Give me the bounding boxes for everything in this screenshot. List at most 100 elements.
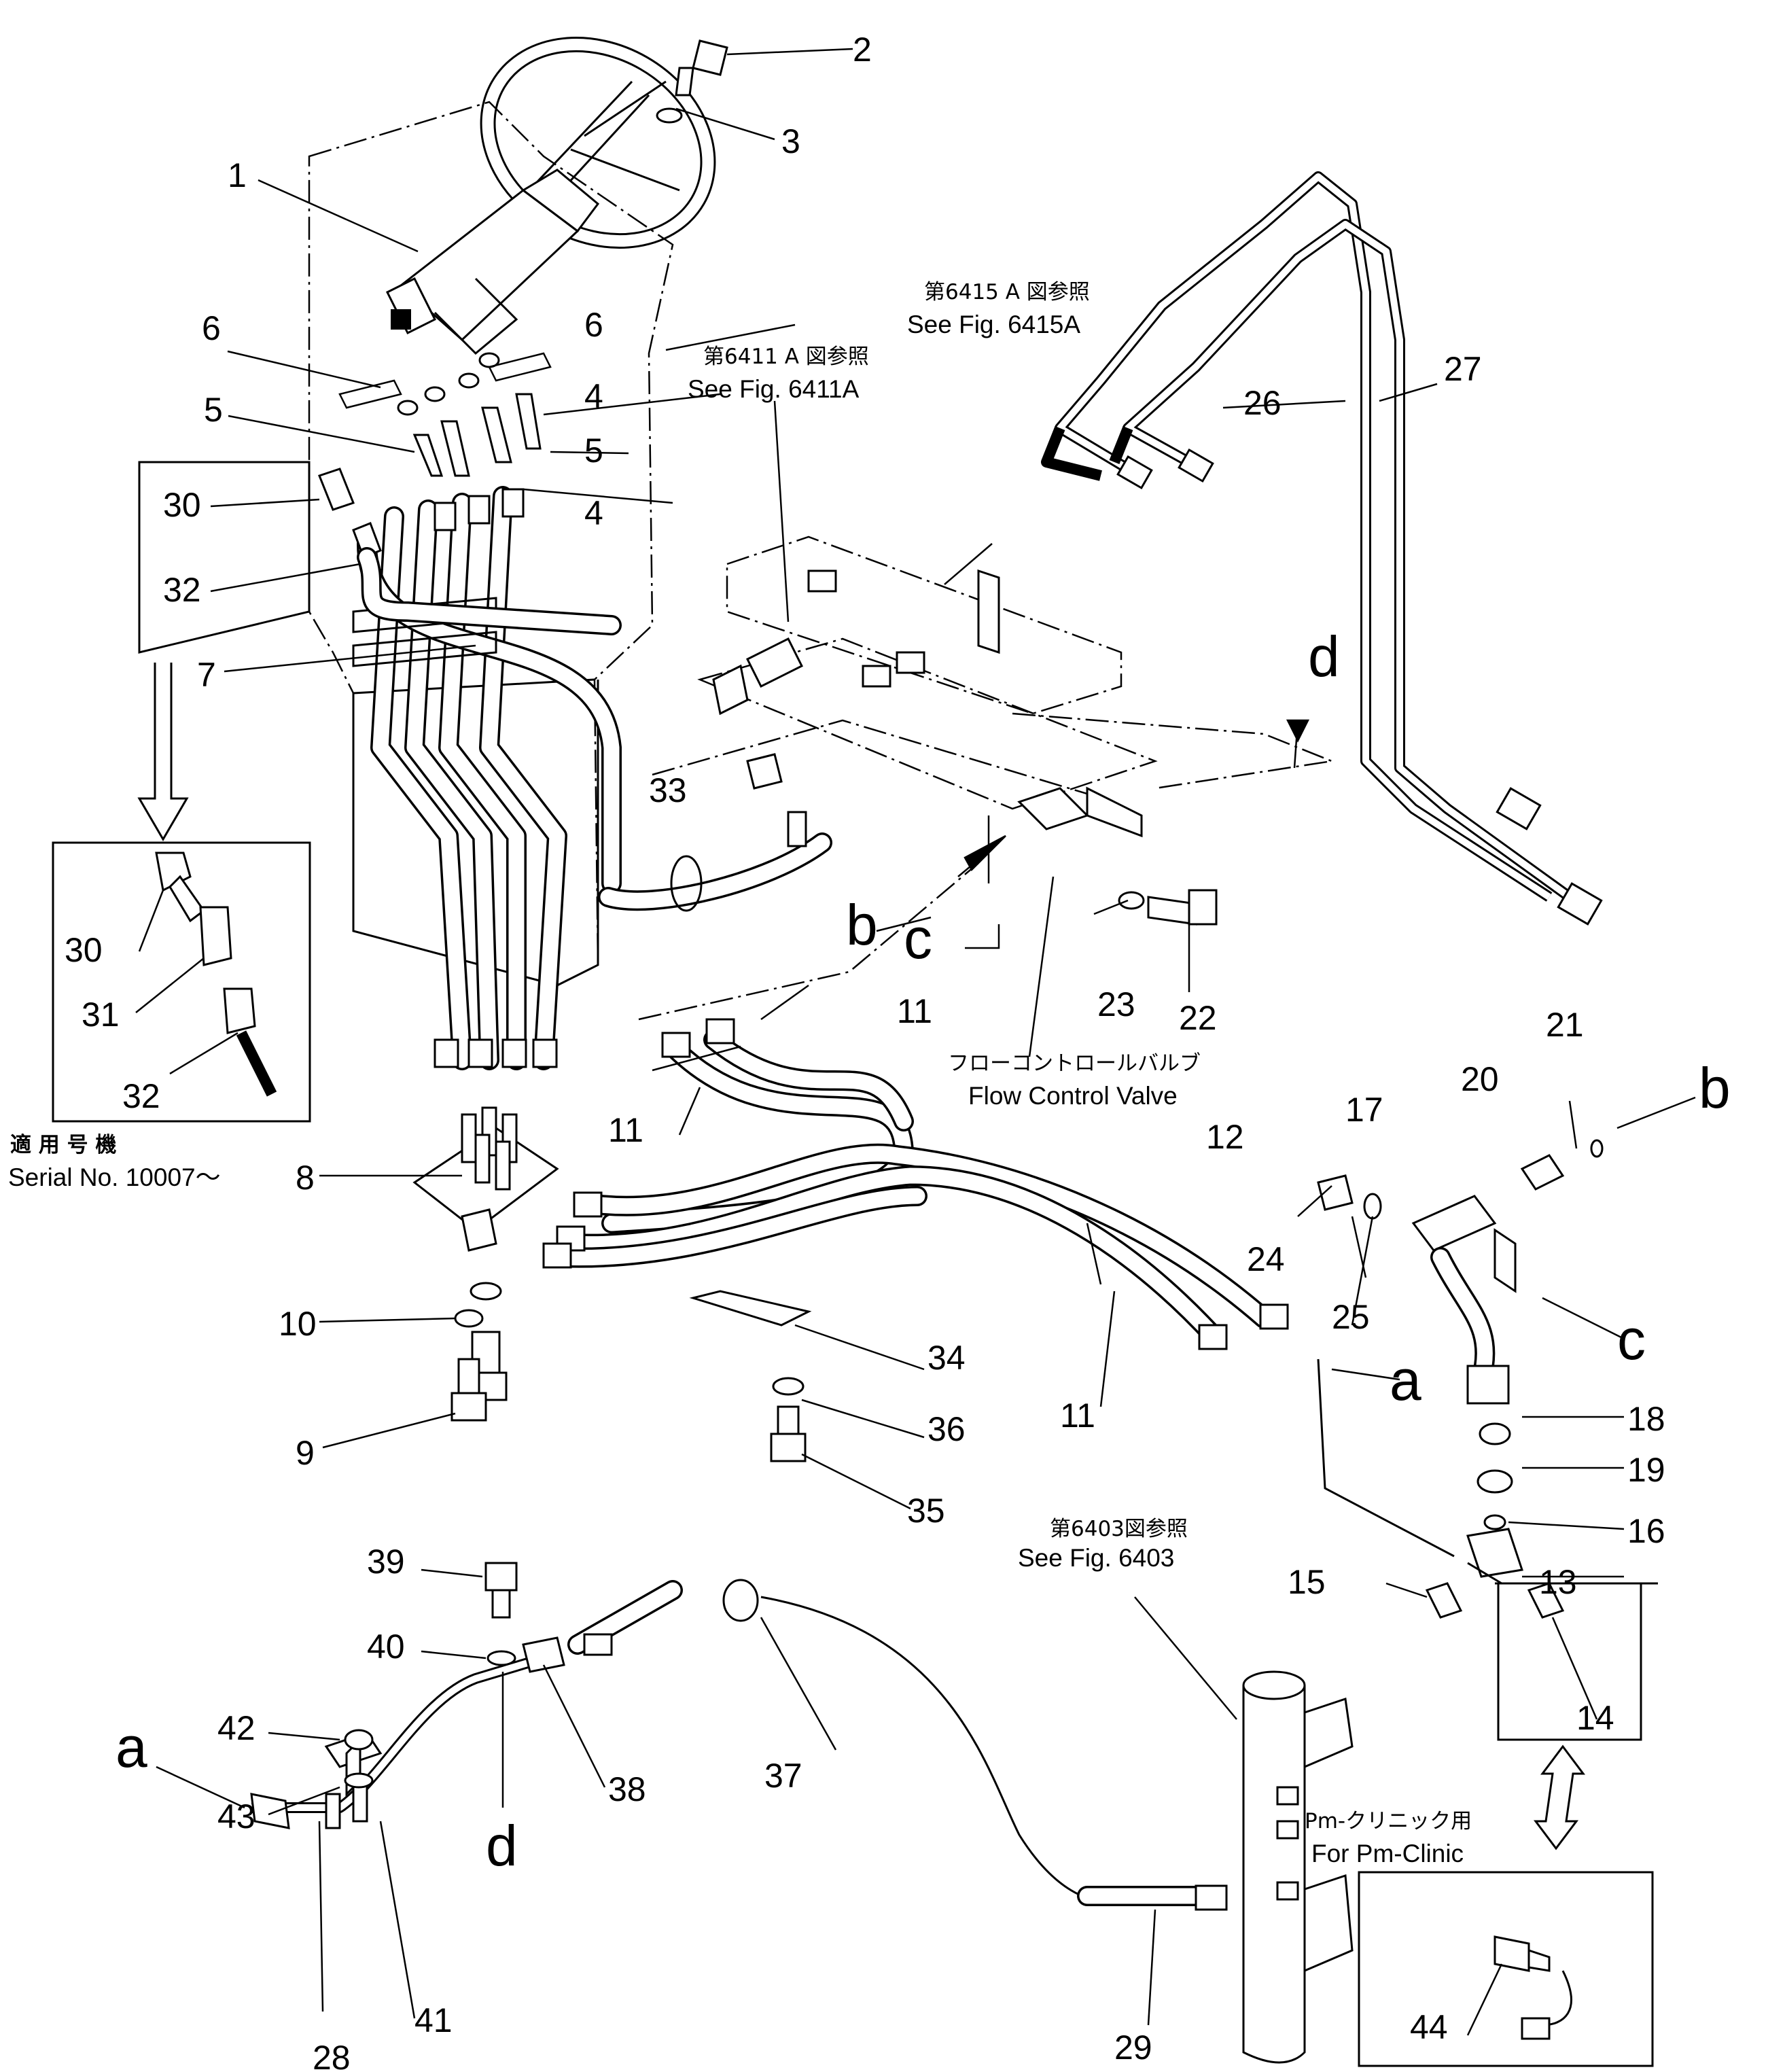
part-label: 33 (649, 771, 687, 809)
part-label: 32 (122, 1077, 160, 1115)
part-label: 36 (927, 1410, 966, 1448)
inset-frame-upper (138, 461, 311, 654)
steering-column-assembly (308, 37, 716, 1070)
part-label: 8 (296, 1159, 315, 1197)
part-label: 39 (367, 1543, 405, 1581)
part-label: 32 (163, 571, 201, 609)
part-label: 22 (1179, 999, 1217, 1037)
part-label: 6 (584, 306, 603, 344)
ref-letter-b: b (1699, 1056, 1731, 1120)
ref-letter-a: a (1390, 1348, 1421, 1412)
part-label: 5 (584, 432, 603, 470)
part-label: 5 (204, 391, 223, 429)
hose-29 (722, 1579, 1228, 1911)
part-label: 44 (1410, 2008, 1448, 2046)
steering-unit (385, 169, 600, 355)
note-pm-clinic-jp: Pm-クリニック用 (1305, 1809, 1472, 1833)
part-label: 40 (367, 1628, 405, 1666)
valve-17 (1411, 1195, 1517, 1405)
hose-bundle (357, 486, 622, 1070)
pipes-26-27 (1041, 171, 1603, 926)
part-label: 24 (1247, 1240, 1285, 1278)
part-label: 6 (202, 309, 221, 347)
note-fig6411-jp: 第6411 A 図参照 (703, 345, 869, 369)
distribution-block (412, 1106, 559, 1401)
annotations: 第6415 A 図参照 See Fig. 6415A 第6411 A 図参照 S… (8, 280, 1472, 1867)
part-label: 26 (1243, 384, 1282, 422)
part-label: 11 (897, 992, 932, 1030)
part-label: 2 (853, 31, 872, 69)
fittings-30-32 (318, 468, 622, 635)
part-label: 31 (82, 996, 120, 1034)
part-label: 30 (65, 931, 103, 969)
sensor-44 (1494, 1935, 1572, 2040)
part-label: 35 (907, 1492, 945, 1530)
note-pm-clinic-en: For Pm-Clinic (1311, 1840, 1464, 1867)
inset-frame-lower (52, 841, 311, 1123)
note-serial-en: Serial No. 10007～ (8, 1163, 221, 1191)
hardware (344, 39, 1604, 1789)
part-label: 18 (1627, 1400, 1665, 1438)
part-label: 4 (584, 494, 603, 532)
part-label: 30 (163, 486, 201, 524)
part-label: 12 (1206, 1118, 1244, 1156)
part-labels: 1 2 3 4 4 5 5 6 6 7 8 9 10 11 11 11 11 1… (65, 31, 1665, 2072)
pipe-28 (250, 1580, 683, 1829)
part-label: 27 (1444, 350, 1482, 388)
part-label: 1 (228, 156, 247, 194)
part-label: 4 (584, 377, 603, 415)
control-valve-frame (638, 535, 1335, 1021)
part-label: 13 (1539, 1563, 1577, 1601)
part-label: 19 (1627, 1451, 1665, 1489)
inset-frame-14 (1497, 1583, 1642, 1741)
part-label: 41 (414, 2001, 453, 2039)
inset-fittings (155, 851, 277, 1097)
leader-lines (135, 48, 1625, 2036)
part-label: 3 (781, 122, 800, 160)
note-flow-control-en: Flow Control Valve (968, 1082, 1178, 1110)
part-label: 28 (313, 2039, 351, 2072)
part-label: 43 (217, 1797, 255, 1836)
part-label: 11 (1060, 1397, 1095, 1435)
hose-33 (598, 811, 832, 912)
inset-frame-44 (1358, 1871, 1654, 2067)
ref-letter-d: d (1308, 625, 1340, 688)
part-label: 11 (608, 1111, 643, 1149)
part-label: 42 (217, 1709, 255, 1747)
double-arrow (1534, 1744, 1585, 1850)
hoses-11-12 (542, 1018, 1289, 1350)
reference-arrows (156, 400, 1696, 1809)
ref-letter-c: c (904, 907, 932, 970)
part-label: 38 (608, 1770, 646, 1808)
ref-letter-c: c (1617, 1307, 1646, 1371)
part-label: 10 (279, 1305, 317, 1343)
note-serial-jp: 適 用 号 機 (10, 1133, 116, 1157)
note-fig6415-jp: 第6415 A 図参照 (924, 280, 1090, 304)
part-label: 29 (1114, 2029, 1152, 2067)
inset-arrow (137, 663, 189, 841)
elbow-fittings (338, 352, 552, 477)
note-flow-control-jp: フローコントロールバルブ (948, 1051, 1201, 1076)
part-label: 21 (1546, 1006, 1584, 1044)
reference-letters: a a b b c c d d (116, 625, 1731, 1878)
column-pipe (1242, 1670, 1354, 2064)
part-label: 14 (1576, 1699, 1614, 1737)
ref-letter-d: d (486, 1814, 518, 1878)
tee-13 (1425, 1422, 1565, 1619)
part-label: 16 (1627, 1512, 1665, 1550)
part-label: 7 (197, 656, 216, 694)
part-label: 9 (296, 1434, 315, 1472)
part-label: 23 (1097, 985, 1135, 1023)
part-label: 11 (897, 992, 932, 1030)
part-label: 15 (1288, 1563, 1326, 1601)
ref-letter-b: b (846, 893, 878, 957)
part-label: 25 (1332, 1298, 1370, 1336)
part-label: 37 (764, 1757, 802, 1795)
ref-letter-a: a (116, 1715, 147, 1779)
part-label: 20 (1461, 1060, 1499, 1098)
part-label: 17 (1345, 1091, 1383, 1129)
note-fig6411-en: See Fig. 6411A (688, 375, 860, 403)
note-fig6403-en: See Fig. 6403 (1018, 1544, 1174, 1572)
note-fig6415-en: See Fig. 6415A (907, 311, 1080, 338)
